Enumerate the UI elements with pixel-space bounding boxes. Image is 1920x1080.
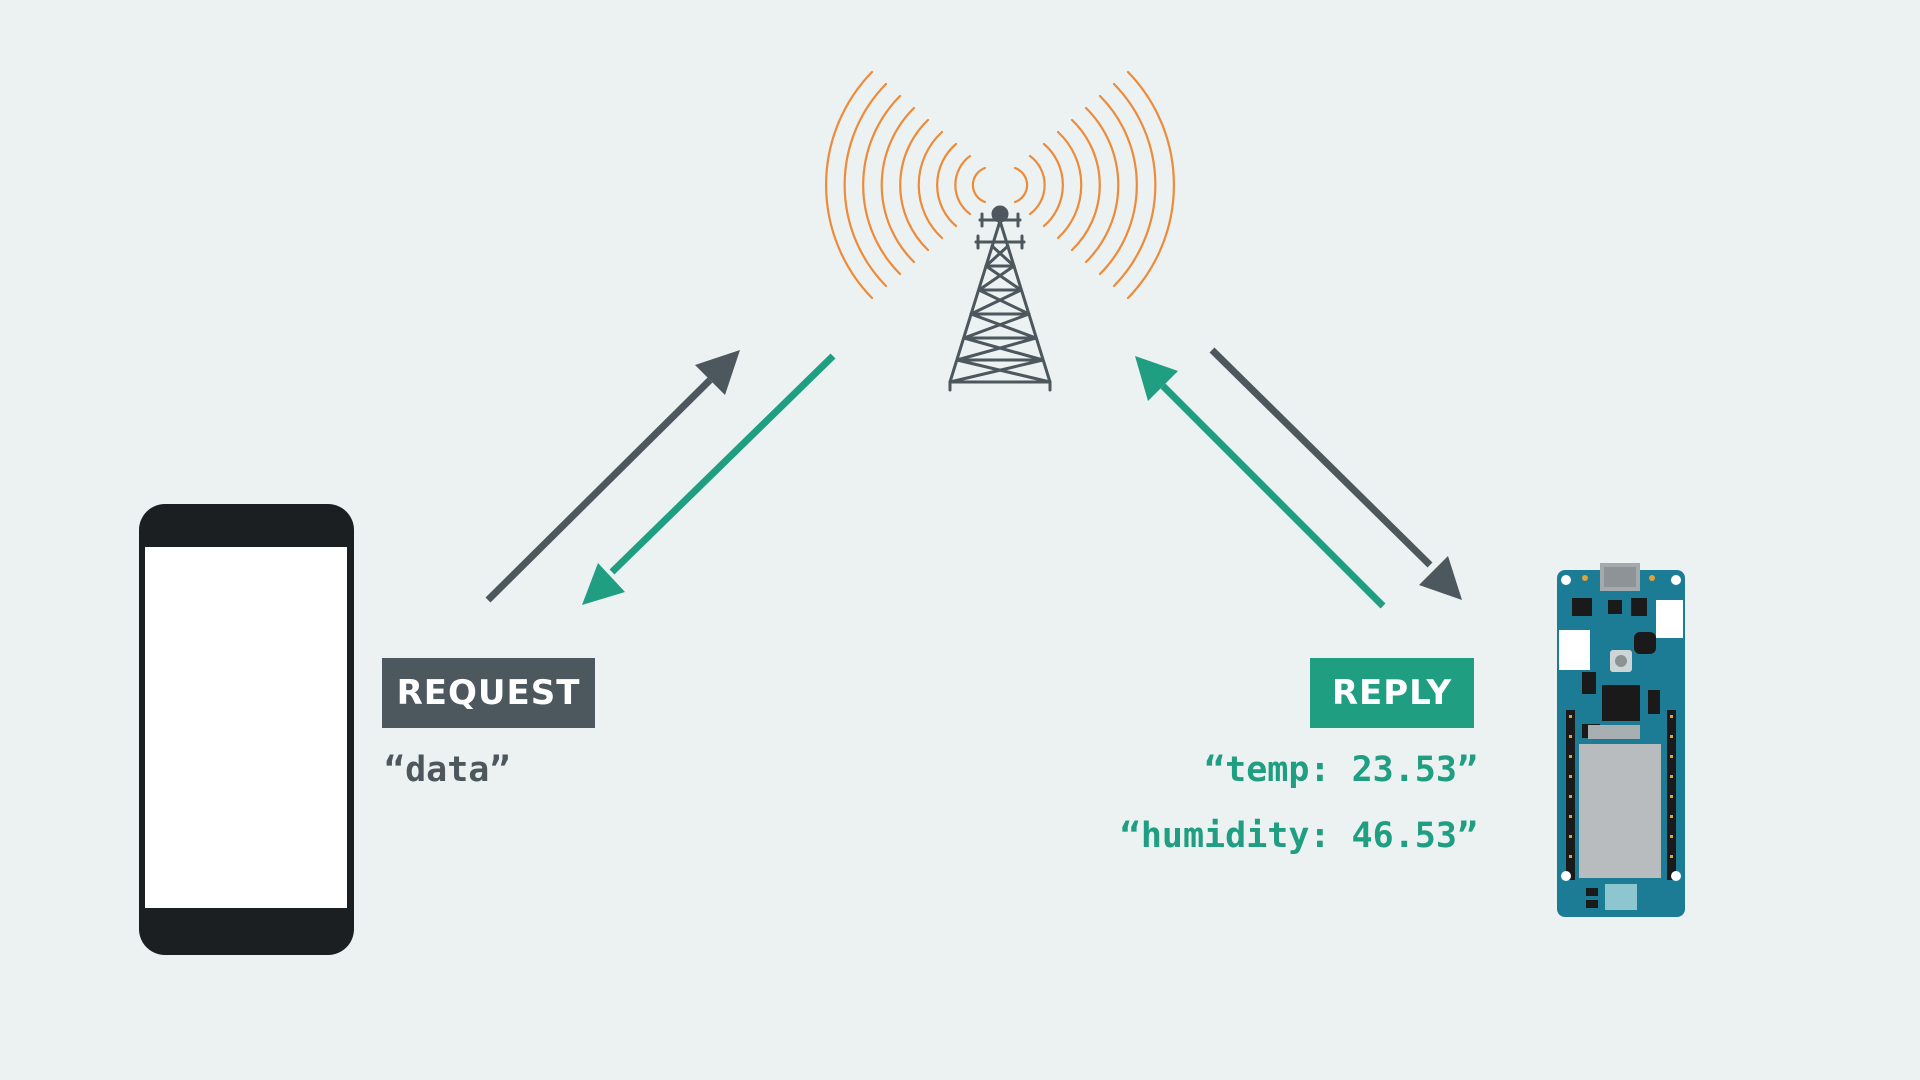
arrow-tower-to-phone (582, 353, 836, 605)
reply-label: REPLY (1310, 658, 1474, 728)
arrow-phone-to-tower (485, 350, 740, 603)
main-chip (1602, 685, 1640, 721)
arrow-tower-to-board (1209, 347, 1462, 600)
arrow-board-to-tower (1135, 356, 1386, 609)
request-label: REQUEST (382, 658, 595, 728)
board-label-right (1656, 600, 1683, 638)
signal-waves-left (824, 70, 987, 300)
phone-screen (145, 547, 347, 908)
board-label-left (1559, 630, 1590, 670)
reply-payload-temp: “temp: 23.53” (1204, 750, 1478, 790)
microcontroller-board-icon (1557, 563, 1685, 917)
request-payload: “data” (384, 750, 511, 790)
reply-payload-humidity: “humidity: 46.53” (1119, 816, 1478, 856)
signal-waves-right (1013, 70, 1176, 300)
tower-structure (948, 205, 1052, 392)
smartphone-icon (139, 504, 354, 955)
radio-module (1579, 744, 1661, 878)
cell-tower-icon (824, 70, 1176, 392)
